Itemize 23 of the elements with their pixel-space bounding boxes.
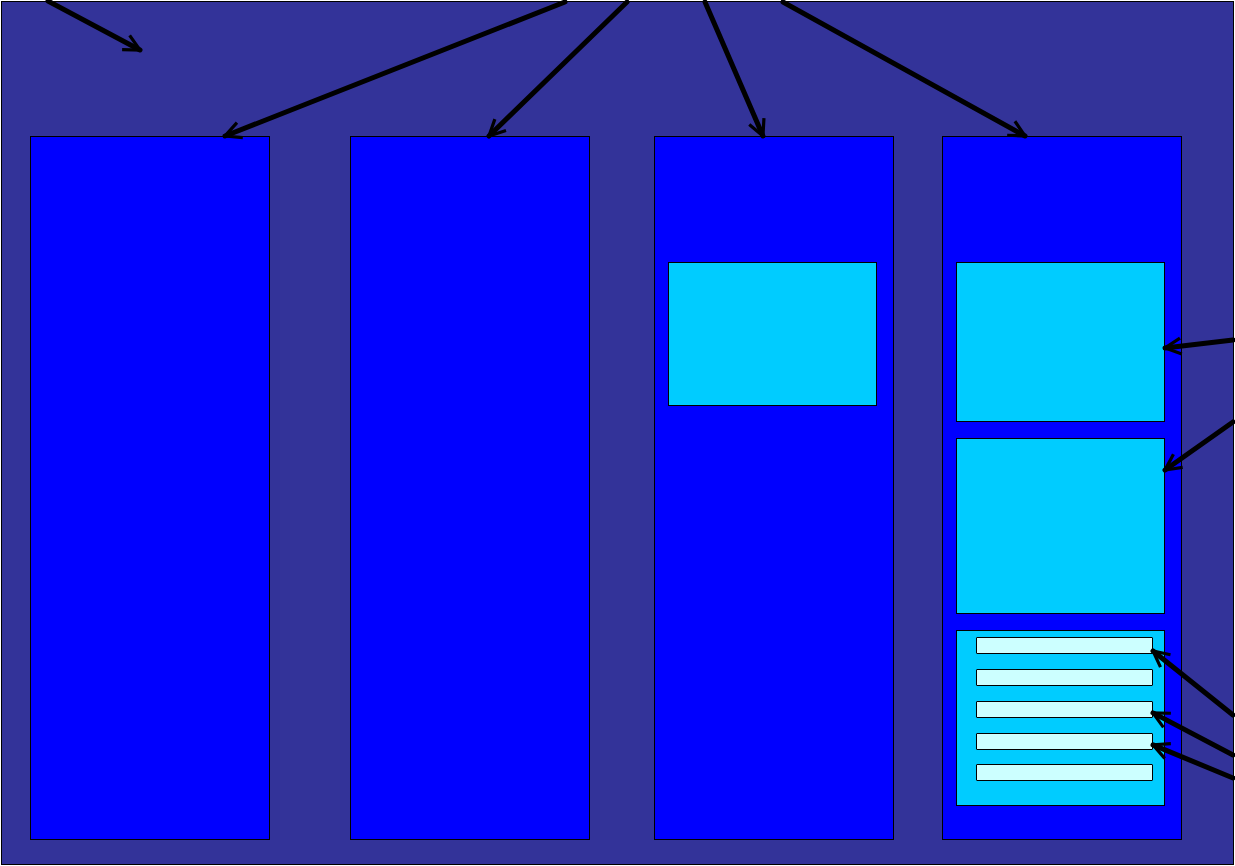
arrow [702,0,766,139]
bar [976,733,1153,750]
arrow [45,0,143,53]
bar [976,701,1153,718]
bar [976,637,1153,654]
column-panel [30,136,270,840]
arrow [1150,648,1235,718]
arrow [486,0,630,139]
arrow [222,0,568,140]
bar [976,669,1153,686]
arrow [1162,336,1235,356]
arrow [1162,419,1235,473]
content-box [956,630,1165,806]
arrow [1150,710,1235,758]
arrow [780,0,1028,139]
content-box [668,262,877,406]
content-box [956,262,1165,422]
column-panel [942,136,1182,840]
column-panel [654,136,894,840]
column-panel [350,136,590,840]
bar [976,764,1153,781]
arrow [1150,742,1235,781]
content-box [956,438,1165,614]
